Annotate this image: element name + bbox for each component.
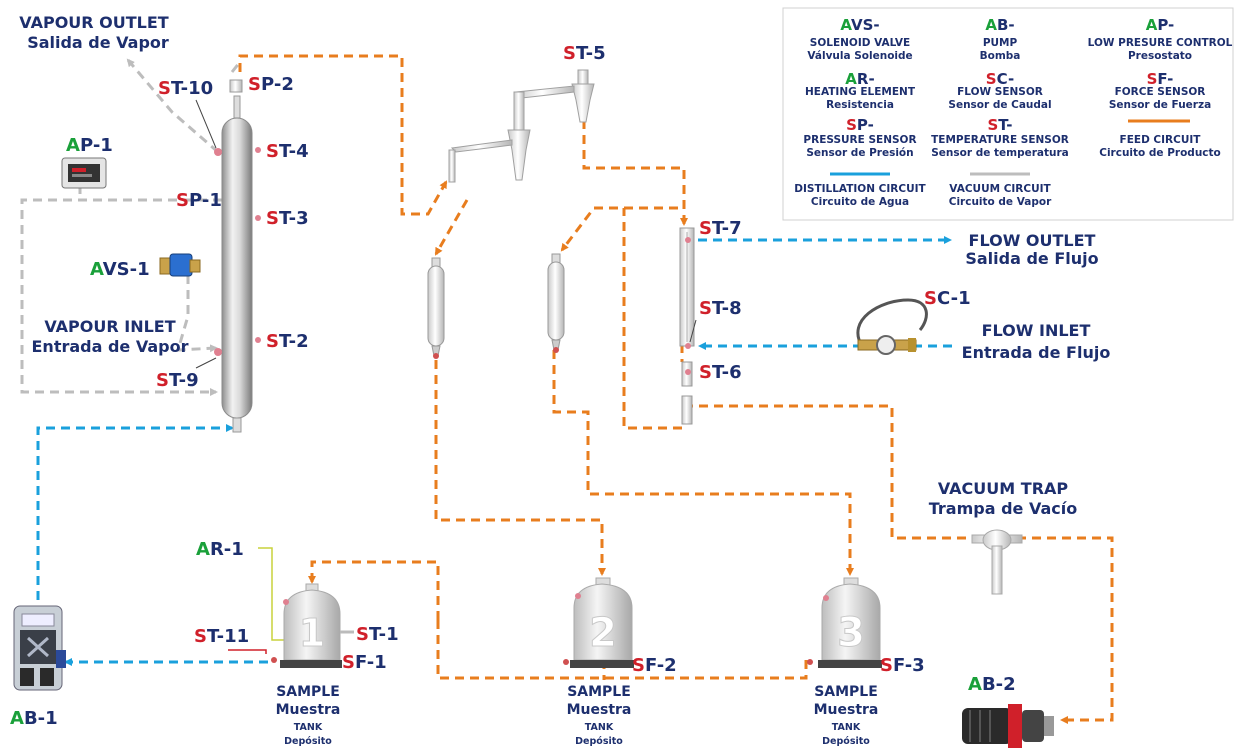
svg-text:SF-: SF-	[1147, 70, 1174, 88]
legend-sf-es: Sensor de Fuerza	[1109, 99, 1211, 111]
tag-st11: ST-11	[194, 626, 249, 647]
receiver-vessel-left	[427, 257, 445, 359]
sample-tank-2: 2	[563, 577, 634, 668]
legend-avs-en: SOLENOID VALVE	[810, 37, 910, 49]
tag-sp1: SP-1	[176, 190, 222, 211]
legend-sf-en: FORCE SENSOR	[1115, 86, 1206, 98]
tag-ap1: AP-1	[66, 135, 113, 156]
tank-3-subtitle: Muestra	[814, 702, 879, 718]
tank-2-number: 2	[589, 610, 617, 656]
flow-outlet-label: FLOW OUTLET	[969, 231, 1096, 250]
flow-inlet-label: FLOW INLET	[982, 321, 1091, 340]
tank-3-title: SAMPLE	[814, 684, 878, 700]
tag-ab2: AB-2	[968, 674, 1016, 695]
tank-1-title: SAMPLE	[276, 684, 340, 700]
tank-2-subtitle: Muestra	[567, 702, 632, 718]
vacuum-trap	[971, 529, 1023, 595]
tag-st7: ST-7	[699, 218, 742, 239]
svg-text:SP-: SP-	[846, 116, 874, 134]
legend-sc-en: FLOW SENSOR	[957, 86, 1043, 98]
legend-ab-en: PUMP	[983, 37, 1018, 49]
tag-st3: ST-3	[266, 208, 309, 229]
pump-ab1	[13, 605, 66, 691]
tag-st6: ST-6	[699, 362, 742, 383]
legend-distillation-en: DISTILLATION CIRCUIT	[794, 183, 926, 195]
tag-st9: ST-9	[156, 370, 199, 391]
receiver-vessel-right	[547, 253, 565, 353]
tag-sf3: SF-3	[880, 655, 925, 676]
legend-sp-es: Sensor de Presión	[806, 147, 913, 159]
tank-1-number: 1	[299, 611, 325, 655]
legend-ab-es: Bomba	[980, 50, 1021, 62]
tag-sf1: SF-1	[342, 652, 387, 673]
svg-text:SC-: SC-	[986, 70, 1014, 88]
cyclone-separator	[448, 69, 595, 183]
vapour-inlet-label-es: Entrada de Vapor	[32, 337, 189, 356]
legend-feed-es: Circuito de Producto	[1099, 147, 1221, 159]
svg-text:AR-: AR-	[845, 70, 874, 88]
vapour-inlet-label: VAPOUR INLET	[44, 317, 175, 336]
distillation-circuit-lines	[36, 236, 952, 666]
legend-vacuum-en: VACUUM CIRCUIT	[949, 183, 1051, 195]
svg-text:AB-: AB-	[985, 16, 1014, 34]
legend-st-es: Sensor de temperatura	[931, 147, 1069, 159]
legend-ar-es: Resistencia	[826, 99, 894, 111]
tag-sf2: SF-2	[632, 655, 677, 676]
tag-st10: ST-10	[158, 78, 213, 99]
tag-ar1: AR-1	[196, 539, 244, 560]
tank-1-kind-es: Depósito	[284, 736, 332, 747]
legend-ar-en: HEATING ELEMENT	[805, 86, 916, 98]
sample-tank-1: 1	[271, 583, 354, 668]
distillation-column	[214, 79, 261, 433]
condenser	[679, 227, 695, 425]
tag-avs1: AVS-1	[90, 259, 150, 280]
vacuum-trap-label-es: Trampa de Vacío	[929, 499, 1077, 518]
legend-vacuum-es: Circuito de Vapor	[949, 196, 1052, 208]
tag-sp2: SP-2	[248, 74, 294, 95]
tank-2-title: SAMPLE	[567, 684, 631, 700]
tag-st1: ST-1	[356, 624, 399, 645]
vacuum-circuit-lines	[20, 58, 242, 396]
tag-st5: ST-5	[563, 43, 606, 64]
flow-inlet-label-es: Entrada de Flujo	[962, 343, 1111, 362]
svg-text:AVS-: AVS-	[840, 16, 879, 34]
legend-ap-es: Presostato	[1128, 50, 1192, 62]
vapour-outlet-label-es: Salida de Vapor	[27, 33, 169, 52]
tank-3-kind: TANK	[832, 722, 861, 733]
pressure-switch-ap1	[61, 157, 107, 189]
tag-sc1: SC-1	[924, 288, 971, 309]
sample-tank-3: 3	[807, 577, 882, 668]
tank-3-kind-es: Depósito	[822, 736, 870, 747]
pump-ab2	[962, 704, 1054, 748]
tank-2-kind-es: Depósito	[575, 736, 623, 747]
flow-sensor-sc1	[856, 298, 928, 355]
legend-sp-en: PRESSURE SENSOR	[803, 134, 916, 146]
tag-ab1: AB-1	[10, 708, 58, 729]
legend-sc-es: Sensor de Caudal	[948, 99, 1051, 111]
legend: AVS- SOLENOID VALVE Válvula Solenoide AB…	[782, 7, 1234, 221]
tag-st2: ST-2	[266, 331, 309, 352]
svg-text:AP-: AP-	[1146, 16, 1175, 34]
legend-avs-es: Válvula Solenoide	[807, 50, 912, 62]
tag-leaders	[195, 99, 697, 369]
flow-outlet-label-es: Salida de Flujo	[965, 249, 1098, 268]
tank-2-kind: TANK	[585, 722, 614, 733]
legend-distillation-es: Circuito de Agua	[811, 196, 909, 208]
solenoid-valve-avs1	[159, 253, 201, 277]
st11-line	[228, 649, 267, 654]
svg-text:ST-: ST-	[987, 116, 1012, 134]
legend-ap-en: LOW PRESURE CONTROL	[1088, 37, 1233, 49]
legend-feed-en: FEED CIRCUIT	[1120, 134, 1202, 146]
tag-st4: ST-4	[266, 141, 309, 162]
tank-1-subtitle: Muestra	[276, 702, 341, 718]
vacuum-trap-label: VACUUM TRAP	[938, 479, 1069, 498]
vapour-outlet-label: VAPOUR OUTLET	[19, 13, 169, 32]
tank-1-kind: TANK	[294, 722, 323, 733]
tank-3-number: 3	[837, 610, 865, 656]
tag-st8: ST-8	[699, 298, 742, 319]
legend-st-en: TEMPERATURE SENSOR	[931, 134, 1069, 146]
